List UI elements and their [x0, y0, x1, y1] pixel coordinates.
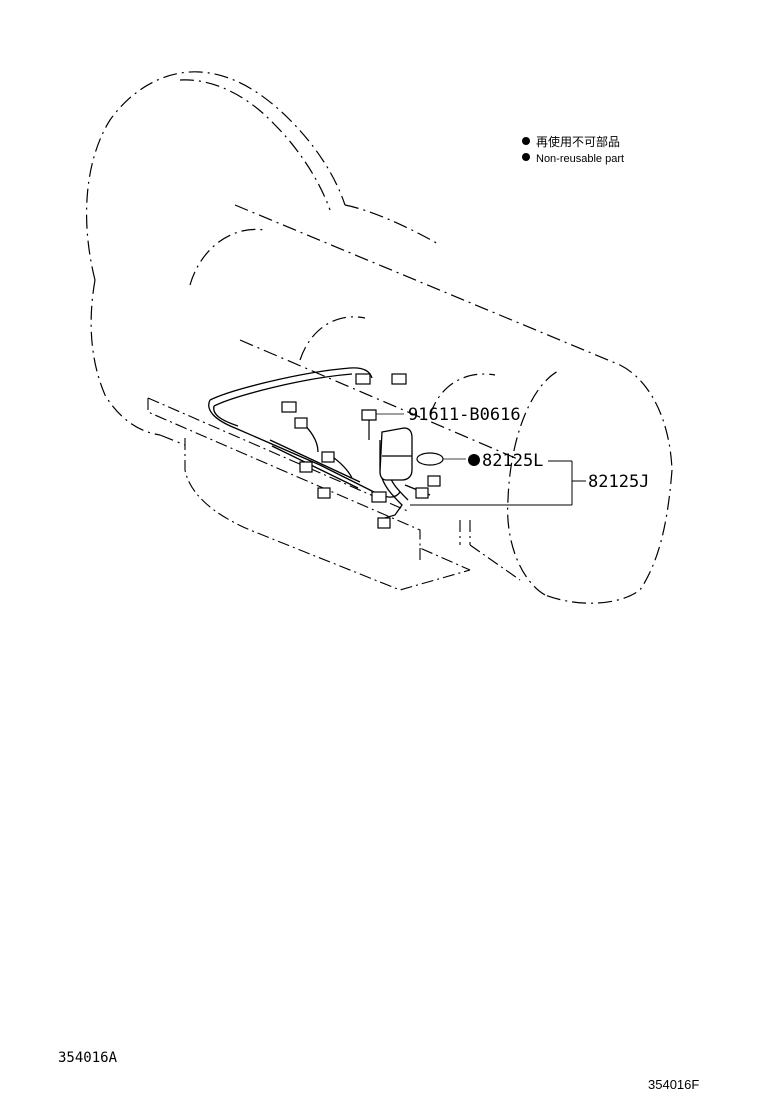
- non-reusable-marker: [468, 454, 480, 466]
- part-label-bolt: 91611-B0616: [408, 405, 521, 425]
- harness-connectors: [281, 373, 441, 529]
- legend-item-japanese: 再使用不可部品: [536, 134, 620, 149]
- legend-marker-icon: [522, 153, 530, 161]
- leader-lines: [410, 460, 586, 506]
- illustration-code: 354016A: [58, 1050, 118, 1066]
- o-ring-part: [416, 452, 466, 466]
- oil-pan-outline: [147, 397, 521, 591]
- legend-marker-icon: [522, 137, 530, 145]
- bolt-part: [361, 409, 404, 440]
- harness-connector-body: [379, 427, 413, 481]
- legend: 再使用不可部品 Non-reusable part: [522, 134, 624, 165]
- part-label-harness: 82125J: [588, 472, 649, 492]
- part-label-o-ring: 82125L: [482, 451, 543, 471]
- transmission-outline: [85, 71, 673, 604]
- part-label-o-ring-group: 82125L: [468, 451, 543, 471]
- legend-item-english: Non-reusable part: [536, 153, 624, 165]
- wire-harness: [208, 367, 431, 521]
- page-code: 354016F: [648, 1077, 699, 1092]
